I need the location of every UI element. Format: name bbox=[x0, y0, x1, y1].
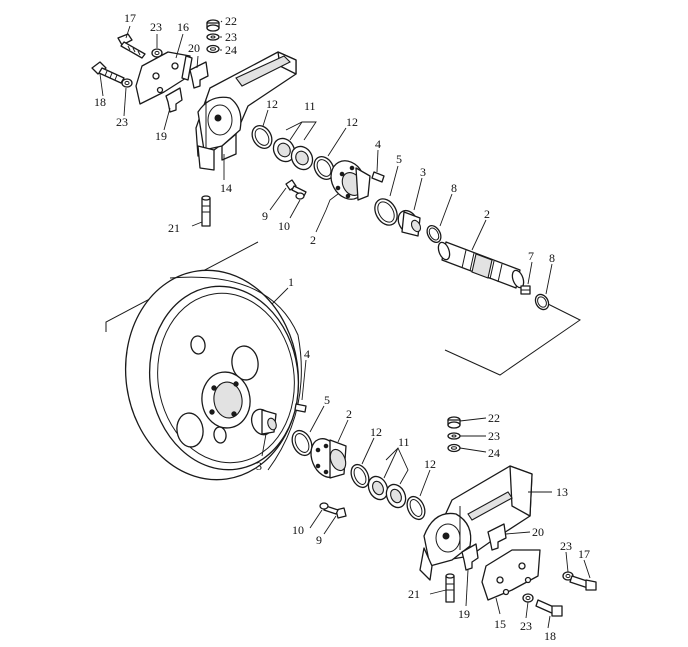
collar-3-upper bbox=[397, 209, 422, 237]
nut-22-lower bbox=[447, 416, 461, 429]
plug-7-upper bbox=[520, 285, 531, 295]
bolt-18-upper bbox=[91, 61, 125, 84]
callout-3-lower: 3 bbox=[256, 459, 262, 473]
callout-5-upper: 5 bbox=[396, 152, 402, 166]
callout-9-lower: 9 bbox=[316, 533, 322, 547]
callout-9-upper: 9 bbox=[262, 209, 268, 223]
washer-23-lower-stack bbox=[447, 432, 461, 440]
callout-15: 15 bbox=[494, 617, 506, 631]
callout-23-lower-right: 23 bbox=[560, 539, 572, 553]
washer-24-lower-stack bbox=[447, 443, 461, 453]
exploded-frame-lines bbox=[105, 241, 581, 376]
oring-12-upper-a bbox=[251, 125, 273, 149]
callout-12-lower-a: 12 bbox=[370, 425, 382, 439]
seal-11-lower-a bbox=[367, 475, 389, 501]
bolt-17-lower bbox=[569, 575, 597, 591]
callout-19-lower: 19 bbox=[458, 607, 470, 621]
callout-18-lower: 18 bbox=[544, 629, 556, 643]
callout-3-upper: 3 bbox=[420, 165, 426, 179]
callout-5-lower: 5 bbox=[324, 393, 330, 407]
bolt-17-upper bbox=[117, 33, 146, 59]
shim-20-upper bbox=[189, 61, 209, 89]
callout-6: 2 bbox=[484, 207, 490, 221]
washer-23-upper-stack bbox=[206, 33, 220, 41]
washer-23-lower-bottom bbox=[522, 593, 534, 603]
callout-23-upper-top: 23 bbox=[150, 20, 162, 34]
callout-8-upper-a: 8 bbox=[451, 181, 457, 195]
callout-2-lower: 2 bbox=[346, 407, 352, 421]
nut-22-upper bbox=[206, 19, 220, 32]
oring-12-lower-a bbox=[350, 463, 370, 489]
seal-11-upper-a bbox=[272, 137, 296, 163]
collar-3-lower bbox=[250, 408, 277, 436]
callout-labels: 17 23 16 22 23 24 20 18 23 19 12 11 12 1… bbox=[94, 11, 590, 643]
callout-24-lower: 24 bbox=[488, 446, 500, 460]
callout-22-lower: 22 bbox=[488, 411, 500, 425]
oring-5-upper bbox=[374, 198, 398, 226]
callout-4-upper: 4 bbox=[375, 137, 381, 151]
washer-10-upper bbox=[295, 192, 305, 200]
callout-7-upper: 7 bbox=[528, 249, 534, 263]
shaft-6 bbox=[437, 241, 525, 289]
callout-1: 1 bbox=[288, 275, 294, 289]
shim-19-upper bbox=[165, 87, 183, 113]
callout-23-lower-stack: 23 bbox=[488, 429, 500, 443]
callout-24-upper: 24 bbox=[225, 43, 237, 57]
seal-11-lower-b bbox=[385, 483, 407, 509]
callout-21-lower: 21 bbox=[408, 587, 420, 601]
callout-13: 13 bbox=[556, 485, 568, 499]
oring-8-upper-b bbox=[534, 293, 550, 311]
callout-2-upper: 2 bbox=[310, 233, 316, 247]
callout-18-upper: 18 bbox=[94, 95, 106, 109]
callout-17-upper: 17 bbox=[124, 11, 136, 25]
callout-12-lower-b: 12 bbox=[424, 457, 436, 471]
pin-21-upper bbox=[201, 195, 211, 227]
callout-12-upper-b: 12 bbox=[346, 115, 358, 129]
washer-10-lower bbox=[319, 502, 329, 510]
washer-23-upper-left bbox=[121, 78, 133, 88]
callout-16: 16 bbox=[177, 20, 189, 34]
callout-8-upper-b: 8 bbox=[549, 251, 555, 265]
bolt-18-lower bbox=[535, 599, 563, 617]
pin-4-upper bbox=[371, 171, 385, 183]
callout-17-lower: 17 bbox=[578, 547, 590, 561]
seal-11-upper-b bbox=[290, 145, 314, 171]
callout-22-upper: 22 bbox=[225, 14, 237, 28]
callout-11-upper: 11 bbox=[304, 99, 316, 113]
callout-10-lower: 10 bbox=[292, 523, 304, 537]
callout-23-upper-left: 23 bbox=[116, 115, 128, 129]
oring-12-upper-b bbox=[313, 156, 335, 180]
hub-2-lower bbox=[310, 438, 347, 479]
callout-20-upper: 20 bbox=[188, 41, 200, 55]
callout-19-upper: 19 bbox=[155, 129, 167, 143]
bracket-14 bbox=[195, 51, 297, 171]
callout-12-upper-a: 12 bbox=[266, 97, 278, 111]
leader-lines bbox=[99, 20, 591, 629]
pin-21-lower bbox=[445, 573, 455, 603]
plate-16 bbox=[135, 51, 193, 105]
callout-10-upper: 10 bbox=[278, 219, 290, 233]
callout-11-lower: 11 bbox=[398, 435, 410, 449]
hub-2-upper bbox=[330, 160, 371, 201]
callout-14: 14 bbox=[220, 181, 232, 195]
callout-21-upper: 21 bbox=[168, 221, 180, 235]
pin-4-lower bbox=[294, 403, 307, 413]
oring-5-lower bbox=[291, 429, 313, 457]
callout-4-lower: 4 bbox=[304, 347, 310, 361]
oring-8-upper-a bbox=[426, 224, 442, 244]
callout-23-lower-bottom: 23 bbox=[520, 619, 532, 633]
shim-20-lower bbox=[487, 523, 507, 551]
callout-20-lower: 20 bbox=[532, 525, 544, 539]
washer-23-upper-top bbox=[151, 48, 163, 58]
oring-12-lower-b bbox=[406, 495, 426, 521]
shim-19-lower bbox=[461, 543, 479, 571]
callout-23-upper-stack: 23 bbox=[225, 30, 237, 44]
washer-24-upper-stack bbox=[206, 44, 220, 54]
plate-15 bbox=[481, 549, 541, 601]
